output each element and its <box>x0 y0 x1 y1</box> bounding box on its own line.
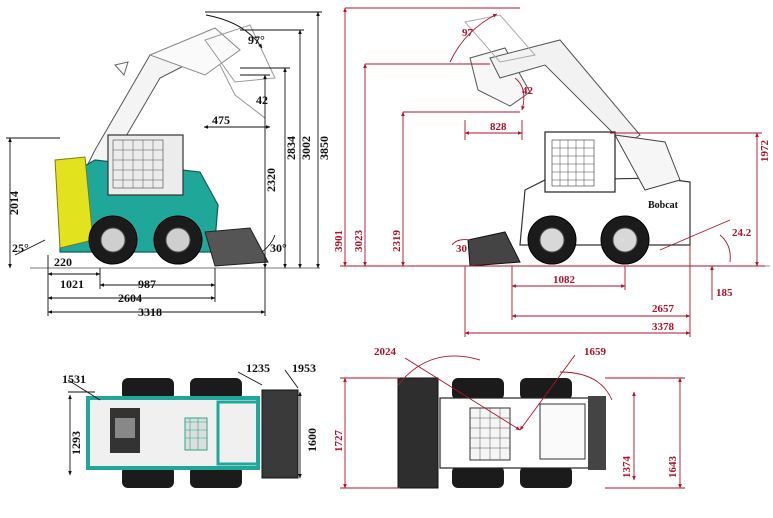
right-side-view: Bobcat <box>333 7 771 337</box>
right-top-view: 2024 1659 1727 1374 1643 <box>333 346 685 489</box>
dim-cab-height-r: 1972 <box>759 140 771 163</box>
dim-dump-reach-r: 828 <box>490 121 507 133</box>
dim-length-bucket: 3318 <box>138 305 162 319</box>
dim-front-overhang: 1021 <box>60 277 84 291</box>
dim-turn-radius-bucket-r: 2024 <box>374 346 397 358</box>
dim-ground-clear: 220 <box>54 255 72 269</box>
dim-dump-angle-r: 30 <box>456 243 468 255</box>
right-top-machine <box>397 377 606 489</box>
dim-turn-radius-rear-r: 1659 <box>584 346 607 358</box>
left-side-view: 97° 42 475 2320 2834 3002 3850 2014 25° … <box>6 11 331 319</box>
dim-overall-height: 3850 <box>317 136 331 160</box>
dim-length-no-bucket-r: 2657 <box>652 303 675 315</box>
left-top-view: 1531 1235 1953 1293 1600 <box>62 361 319 488</box>
dim-bucket-rollback-r: 42 <box>522 85 534 97</box>
dim-width-inner: 1293 <box>69 431 83 455</box>
dim-track-width-r: 1374 <box>621 456 633 479</box>
dim-overall-height-r: 3901 <box>333 230 345 252</box>
dim-lift-angle: 97° <box>248 33 265 47</box>
dim-turn-radius-bucket: 1953 <box>292 361 316 375</box>
dim-reach-height: 3002 <box>299 136 313 160</box>
dim-departure-angle: 25° <box>12 241 29 255</box>
brand-label: Bobcat <box>648 200 679 211</box>
dim-ground-clear-r: 185 <box>716 287 733 299</box>
dim-track-front: 1531 <box>62 372 86 386</box>
dim-departure-angle-r: 24.2 <box>732 227 752 239</box>
dim-wheelbase-r: 1082 <box>553 274 576 286</box>
dim-dump-reach: 475 <box>212 113 230 127</box>
dim-wheelbase: 987 <box>138 277 156 291</box>
dim-hinge-height-r: 2319 <box>391 230 403 253</box>
left-top-machine <box>86 378 299 488</box>
dim-width-outer: 1600 <box>305 428 319 452</box>
dim-lift-angle-r: 97 <box>462 27 474 39</box>
dim-bucket-rollback: 42 <box>256 93 268 107</box>
dim-length-bucket-r: 3378 <box>652 321 675 333</box>
dim-length-no-bucket: 2604 <box>118 291 142 305</box>
dim-dump-angle: 30° <box>270 241 287 255</box>
right-machine: Bobcat <box>440 14 770 267</box>
dim-hinge-height: 2320 <box>264 168 278 192</box>
dim-overall-width-r: 1643 <box>667 456 679 479</box>
left-machine <box>30 24 320 269</box>
dim-bucket-width: 1235 <box>246 361 270 375</box>
dim-dump-clear: 2834 <box>284 136 298 160</box>
dim-reach-height-r: 3023 <box>353 230 365 253</box>
dim-bucket-width-r: 1727 <box>333 430 345 453</box>
dim-height: 2014 <box>7 191 21 215</box>
